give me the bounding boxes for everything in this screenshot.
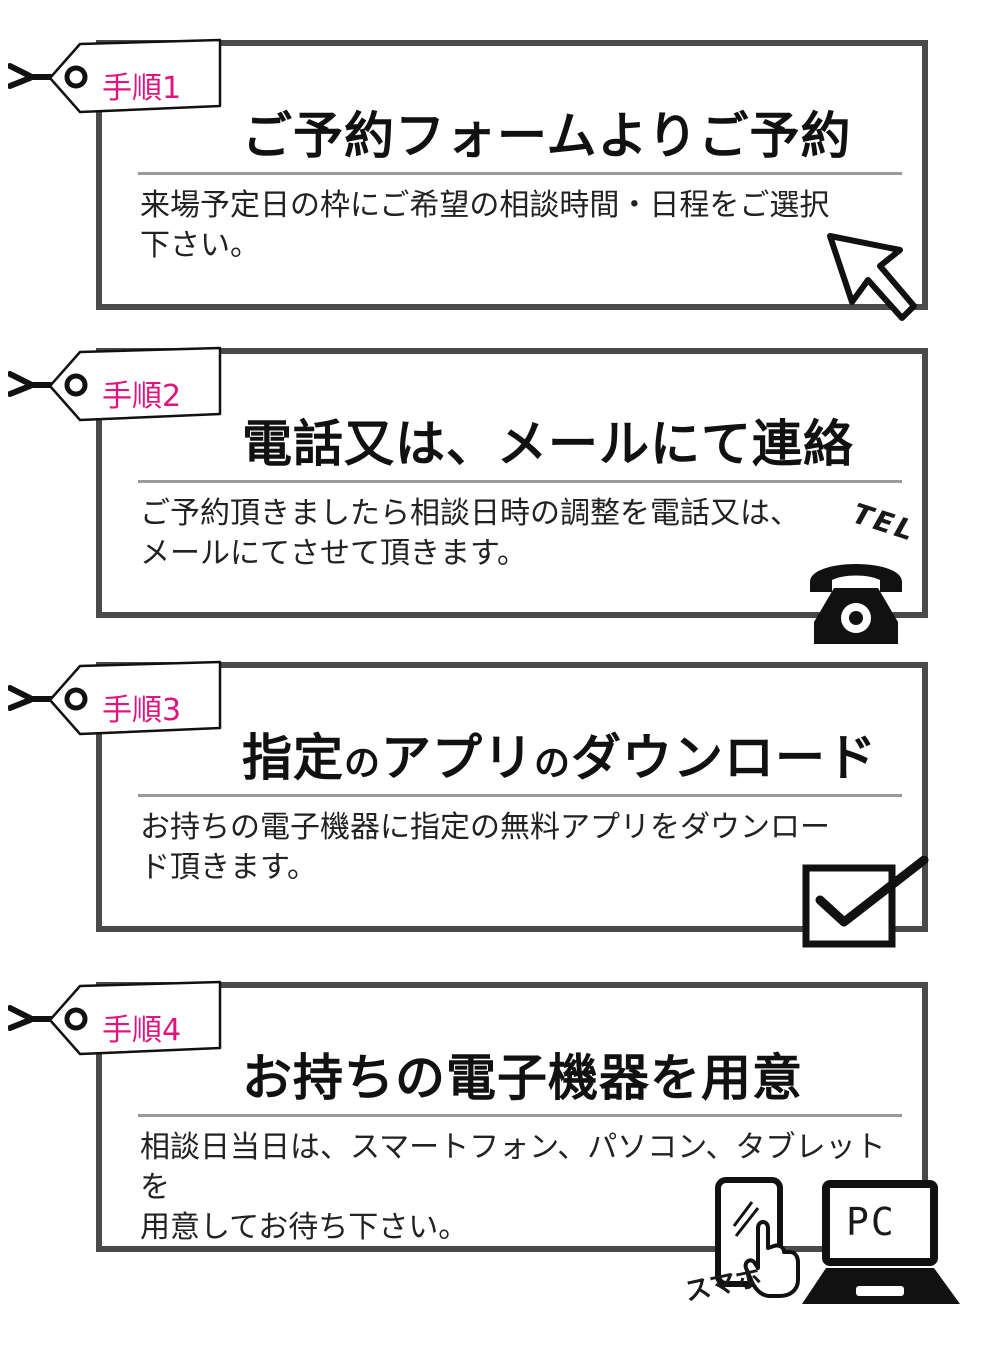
cursor-arrow-icon — [827, 233, 917, 321]
step-3: 指定のアプリのダウンロード お持ちの電子機器に指定の無料アプリをダウンロー ド頂… — [0, 660, 1000, 960]
tag-icon — [8, 980, 222, 1056]
step-3-title-part-3: アプリ — [381, 729, 535, 787]
step-3-divider — [138, 794, 902, 797]
step-3-title-part-1: 指定 — [242, 729, 344, 787]
step-3-title: 指定のアプリのダウンロード — [242, 718, 942, 790]
step-2-tag-label: 手順2 — [102, 379, 182, 414]
step-1-description: 来場予定日の枠にご希望の相談時間・日程をご選択 下さい。 — [140, 188, 830, 263]
step-4-tag-label: 手順4 — [102, 1013, 182, 1048]
step-1: ご予約フォームよりご予約 来場予定日の枠にご希望の相談時間・日程をご選択 下さい… — [0, 38, 1000, 338]
smartphone-icon — [715, 1177, 800, 1298]
step-2-title: 電話又は、メールにて連絡 — [242, 415, 854, 473]
step-3-title-part-5: ダウンロード — [571, 729, 878, 787]
tag-icon — [8, 38, 222, 114]
step-2-description: ご予約頂きましたら相談日時の調整を電話又は、 メールにてさせて頂きます。 — [140, 496, 800, 571]
step-1-box: ご予約フォームよりご予約 来場予定日の枠にご希望の相談時間・日程をご選択 下さい… — [96, 40, 928, 310]
step-3-box: 指定のアプリのダウンロード お持ちの電子機器に指定の無料アプリをダウンロー ド頂… — [96, 662, 928, 932]
step-1-tag-label: 手順1 — [102, 71, 182, 106]
smartphone-label: スマホ — [682, 1262, 765, 1308]
pc-label: PC — [846, 1200, 896, 1244]
tag-icon — [8, 660, 222, 736]
step-1-divider — [138, 172, 902, 175]
step-2-divider — [138, 480, 902, 483]
checkbox-icon — [802, 856, 929, 948]
step-4: お持ちの電子機器を用意 相談日当日は、スマートフォン、パソコン、タブレットを 用… — [0, 980, 1000, 1308]
step-2-box: 電話又は、メールにて連絡 ご予約頂きましたら相談日時の調整を電話又は、 メールに… — [96, 348, 928, 618]
step-3-title-part-4: の — [534, 743, 572, 784]
step-3-tag-label: 手順3 — [102, 693, 182, 728]
laptop-icon — [802, 1180, 960, 1304]
step-2: 電話又は、メールにて連絡 ご予約頂きましたら相談日時の調整を電話又は、 メールに… — [0, 346, 1000, 646]
step-3-description: お持ちの電子機器に指定の無料アプリをダウンロー ド頂きます。 — [140, 810, 830, 885]
step-4-description: 相談日当日は、スマートフォン、パソコン、タブレットを 用意してお待ち下さい。 — [140, 1130, 886, 1245]
step-4-divider — [138, 1114, 902, 1117]
step-4-title: お持ちの電子機器を用意 — [242, 1049, 803, 1107]
step-3-title-part-2: の — [344, 743, 382, 784]
telephone-icon — [810, 564, 902, 644]
step-1-title: ご予約フォームよりご予約 — [242, 107, 852, 165]
step-4-box: お持ちの電子機器を用意 相談日当日は、スマートフォン、パソコン、タブレットを 用… — [96, 982, 928, 1252]
tag-icon — [8, 346, 222, 422]
